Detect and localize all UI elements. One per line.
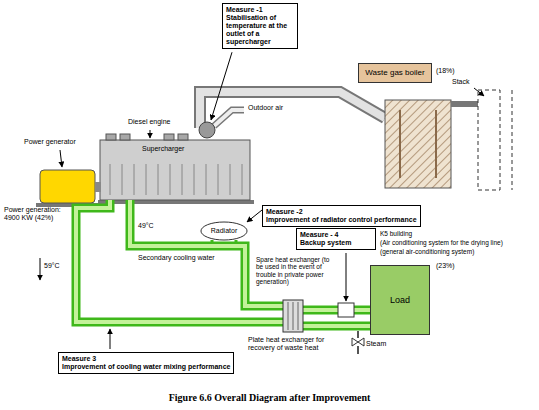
part-label: (general air-conditioning system) <box>380 248 474 255</box>
plate-lines <box>288 302 298 330</box>
flow-arrow <box>40 258 41 280</box>
radiator-pipe <box>212 240 236 244</box>
part-label: Spare heat exchanger (to be used in the … <box>256 256 338 286</box>
node-text: Backup system <box>300 239 372 247</box>
node-text: Improvement of radiator control performa… <box>266 216 417 224</box>
intake-duct <box>214 110 244 126</box>
leader-arrow <box>150 130 151 138</box>
exhaust-duct-inner <box>200 92 385 128</box>
cylinder-lines <box>110 164 242 195</box>
stack-outline <box>512 90 513 190</box>
cylinder-heads <box>106 134 188 140</box>
part-label: Diesel engine <box>128 118 170 126</box>
power-generator <box>40 170 95 203</box>
node-title: Waste gas boiler <box>365 68 424 77</box>
spare-heat-exchanger <box>338 303 354 317</box>
boiler-body <box>385 100 451 188</box>
measure-callout-box: Measure - 4Backup system <box>296 228 376 250</box>
part-label: 49°C <box>138 222 154 230</box>
radiator-ellipse: Radiator <box>200 221 248 241</box>
stack-outline <box>478 90 500 190</box>
leader-arrow <box>110 329 111 349</box>
engine-base <box>98 200 254 204</box>
leader-arrow <box>247 210 262 222</box>
part-label: Secondary cooling water <box>138 254 215 262</box>
part-label: 59°C <box>44 262 60 270</box>
node-text: Stabilisation of temperature at the outl… <box>226 14 294 46</box>
boiler-tubes <box>400 110 436 178</box>
node-title: Measure -1 <box>226 6 294 14</box>
node-title: Load <box>390 295 410 305</box>
part-label: Stack <box>452 78 470 86</box>
node-title: Measure - 4 <box>300 231 372 239</box>
part-label: Plate heat exchanger for recovery of was… <box>248 336 348 352</box>
part-label: Supercharger <box>142 145 184 153</box>
steam-pipe <box>357 346 359 354</box>
generator-shaft <box>95 182 101 192</box>
plate-heat-exchanger <box>283 300 303 332</box>
leader-arrow <box>474 88 484 96</box>
diesel-engine <box>100 140 250 200</box>
part-label: K5 building <box>380 230 412 237</box>
leader-arrow <box>60 150 62 167</box>
intake-duct-inner <box>214 110 244 126</box>
boiler-box: Waste gas boiler <box>358 63 432 83</box>
steam-valve <box>352 338 364 346</box>
leader-arrow <box>346 253 347 301</box>
part-label: (23%) <box>436 262 455 270</box>
figure-caption: Figure 6.6 Overall Diagram after Improve… <box>0 392 539 404</box>
leader-arrow <box>211 52 232 120</box>
measure-callout-box: Measure -1Stabilisation of temperature a… <box>222 3 298 49</box>
flue-to-stack <box>451 101 478 107</box>
measure-callout-box: Measure 3Improvement of cooling water mi… <box>58 352 234 374</box>
exhaust-duct <box>200 92 385 128</box>
steam-pipe <box>357 331 359 338</box>
part-label: Power generation: 4900 KW (42%) <box>4 206 70 222</box>
load-box: Load <box>370 265 430 335</box>
measure-callout-box: Measure -2Improvement of radiator contro… <box>262 205 421 227</box>
supercharger <box>199 122 215 138</box>
part-label: Power generator <box>24 138 76 146</box>
node-title: Measure 3 <box>62 355 230 363</box>
node-text: Improvement of cooling water mixing perf… <box>62 363 230 371</box>
part-label: (18%) <box>436 67 455 75</box>
part-label: (Air conditioning system for the drying … <box>380 239 503 246</box>
node-title: Radiator <box>211 227 237 235</box>
node-title: Measure -2 <box>266 208 417 216</box>
part-label: Steam <box>366 340 386 348</box>
part-label: Outdoor air <box>248 104 283 112</box>
radiator-ellipse <box>201 222 247 240</box>
